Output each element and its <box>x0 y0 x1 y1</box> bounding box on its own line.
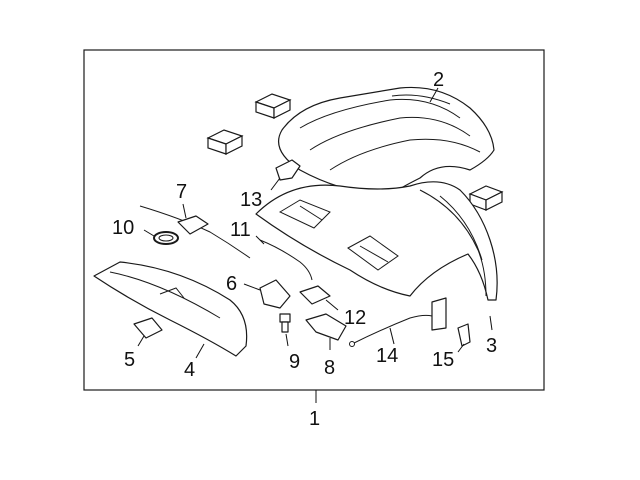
leader-2 <box>429 87 439 103</box>
part-box-left <box>206 129 244 155</box>
callout-5: 5 <box>124 349 135 371</box>
callout-13: 13 <box>240 189 262 211</box>
part-12-bracket <box>299 285 339 311</box>
part-14-rod <box>349 314 433 347</box>
callout-2: 2 <box>433 69 444 91</box>
callout-15: 15 <box>432 349 454 371</box>
part-2-top-cover <box>278 86 495 197</box>
callout-1: 1 <box>309 408 320 430</box>
callout-7: 7 <box>176 181 187 203</box>
part-6-latch <box>243 279 291 309</box>
part-box-right <box>468 185 504 211</box>
part-box-top <box>254 93 292 119</box>
callout-10: 10 <box>112 217 134 239</box>
callout-9: 9 <box>289 351 300 373</box>
callout-11: 11 <box>230 219 251 241</box>
callout-14: 14 <box>376 345 398 367</box>
part-3-frame-assembly <box>255 181 498 301</box>
callout-4: 4 <box>184 359 195 381</box>
part-9-bolt <box>279 313 291 347</box>
part-13-bracket <box>270 159 301 191</box>
part-7-cable <box>139 203 251 259</box>
assembly-frame <box>83 49 545 391</box>
part-11-cable <box>255 235 313 281</box>
callout-8: 8 <box>324 357 335 379</box>
leader-3 <box>489 315 493 331</box>
part-8-bracket <box>305 313 347 350</box>
callout-6: 6 <box>226 273 237 295</box>
callout-3: 3 <box>486 335 497 357</box>
part-15-bracket <box>431 297 471 353</box>
part-4-rear-panel <box>93 261 248 359</box>
part-10-grommet <box>143 229 179 245</box>
part-5-clip <box>133 317 163 347</box>
callout-12: 12 <box>344 307 366 329</box>
